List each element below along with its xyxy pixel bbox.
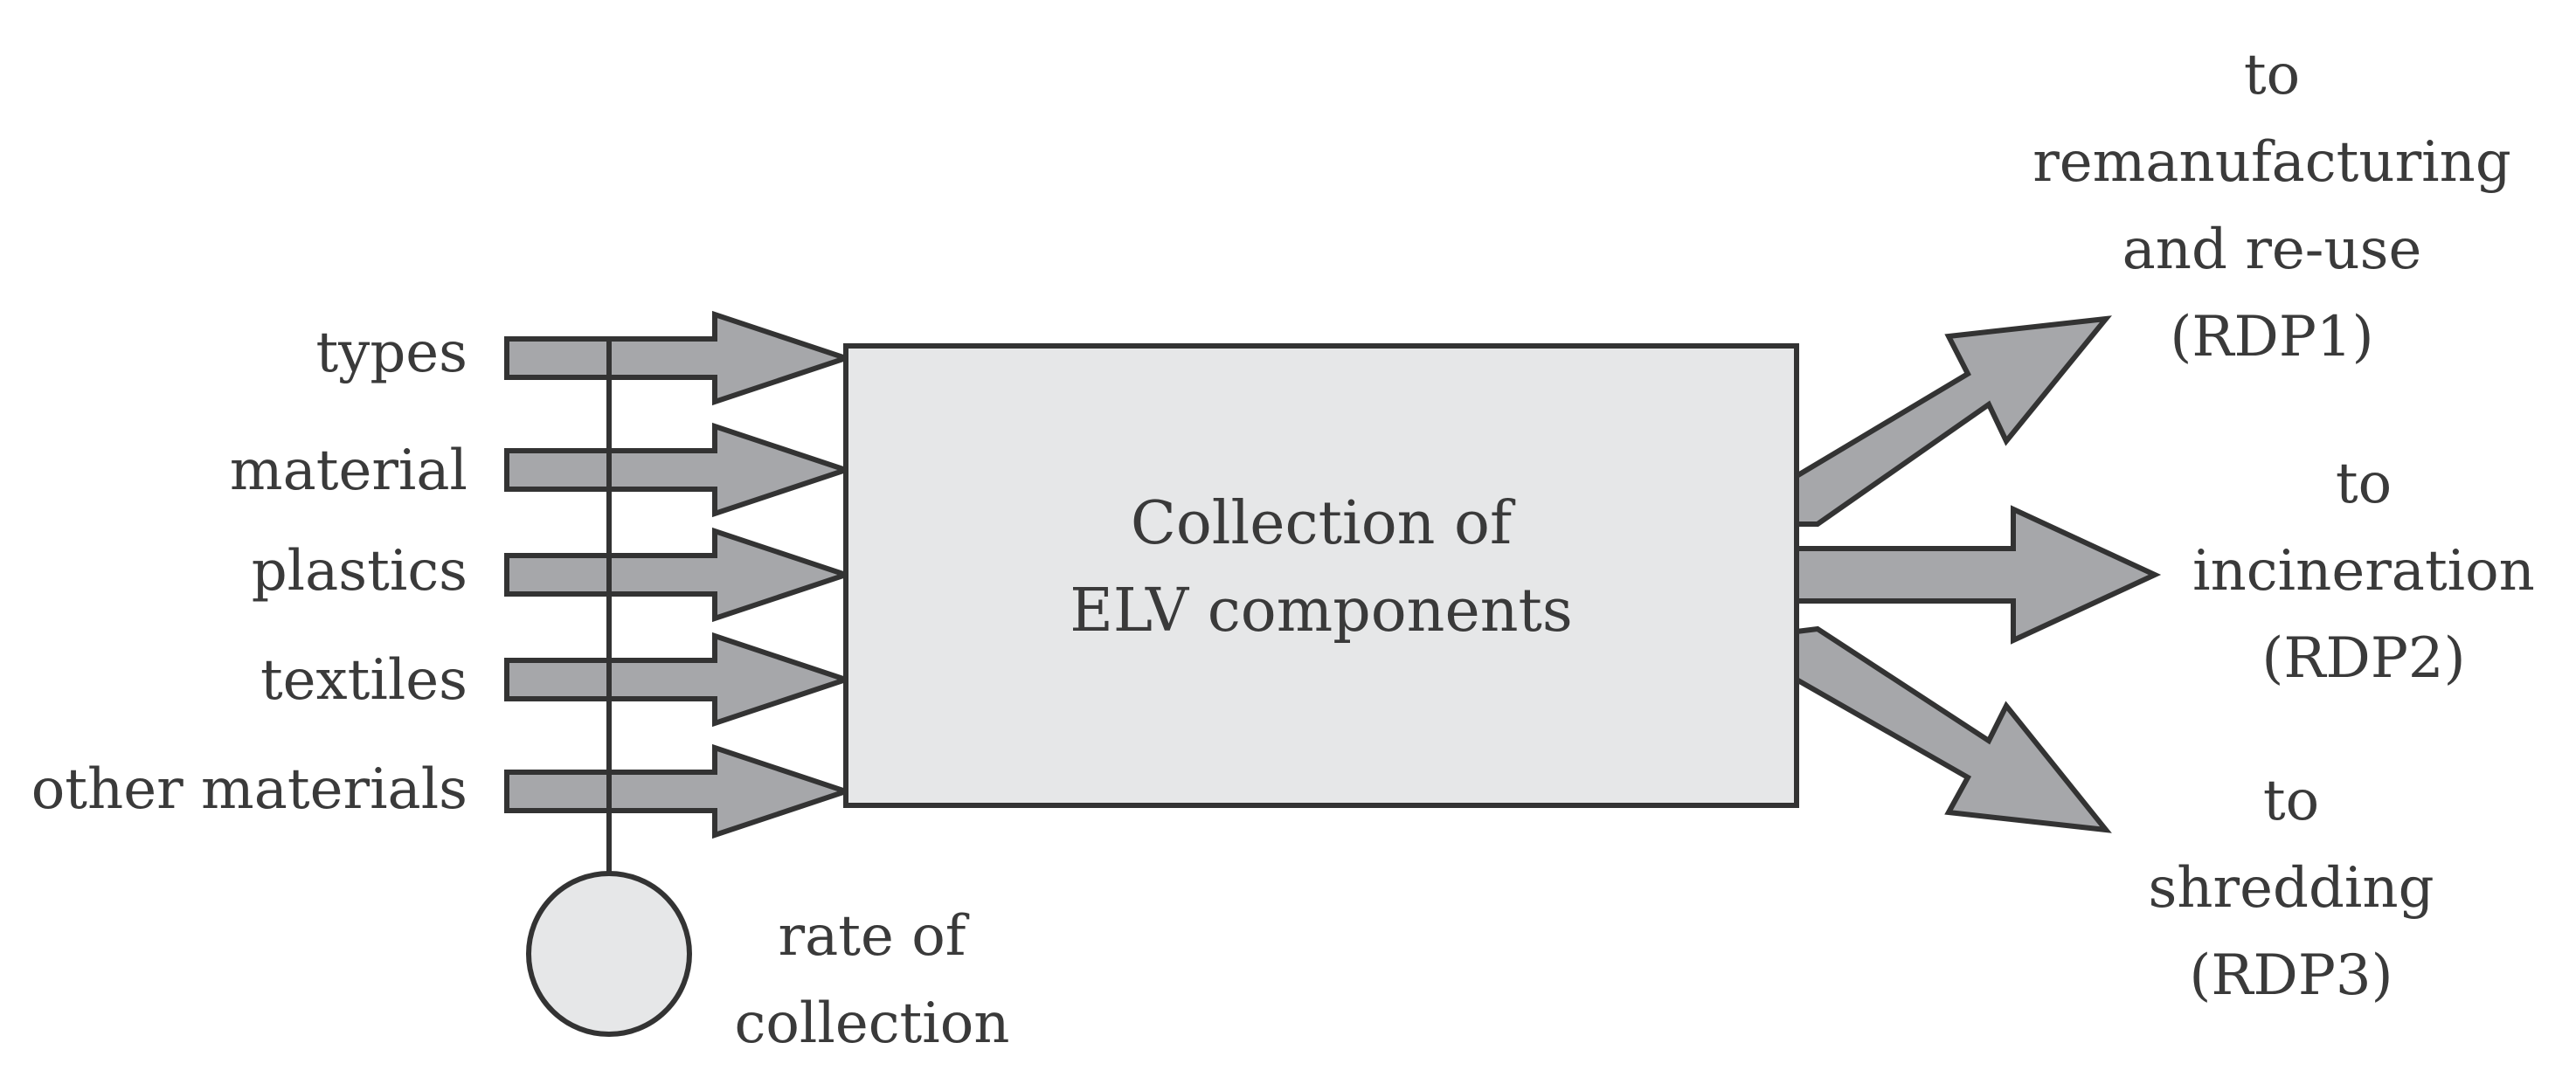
input-arrow-plastics bbox=[504, 527, 855, 623]
output-label-rdp1: to remanufacturing and re-use (RDP1) bbox=[2032, 43, 2511, 369]
input-arrow-textiles bbox=[504, 632, 855, 728]
output-arrows bbox=[1794, 315, 2162, 833]
control-label-line1: rate of bbox=[779, 904, 970, 969]
input-label-types: types bbox=[315, 321, 467, 385]
output-label-rdp2: to incineration (RDP2) bbox=[2192, 452, 2535, 691]
output-rdp3-line1: to bbox=[2263, 769, 2319, 833]
output-rdp2-line3: (RDP2) bbox=[2261, 626, 2465, 691]
output-arrow-rdp3 bbox=[1794, 625, 2112, 833]
process-box bbox=[843, 343, 1799, 808]
process-box-label-line2: ELV components bbox=[1070, 577, 1572, 646]
input-arrow-material bbox=[504, 422, 855, 518]
input-label-textiles: textiles bbox=[260, 648, 467, 713]
input-arrow-other-materials bbox=[504, 743, 855, 839]
output-label-rdp3: to shredding (RDP3) bbox=[2148, 769, 2434, 1008]
input-labels: types material plastics textiles other m… bbox=[31, 321, 467, 822]
output-arrow-rdp1 bbox=[1794, 315, 2112, 527]
input-label-plastics: plastics bbox=[252, 539, 467, 604]
output-rdp3-line2: shredding bbox=[2148, 856, 2434, 921]
output-rdp3-line3: (RDP3) bbox=[2189, 943, 2392, 1008]
output-rdp1-line4: (RDP1) bbox=[2170, 305, 2373, 369]
input-label-other-materials: other materials bbox=[31, 757, 467, 822]
output-rdp1-line1: to bbox=[2244, 43, 2300, 107]
output-rdp2-line2: incineration bbox=[2192, 539, 2535, 604]
process-box-label-line1: Collection of bbox=[1131, 489, 1516, 558]
output-rdp1-line2: remanufacturing bbox=[2032, 130, 2511, 195]
output-arrow-rdp2 bbox=[1794, 505, 2162, 645]
output-rdp2-line1: to bbox=[2336, 452, 2392, 516]
control-circle bbox=[526, 871, 692, 1037]
input-arrow-types bbox=[504, 310, 855, 406]
control-label-line2: collection bbox=[735, 991, 1010, 1056]
output-rdp1-line3: and re-use bbox=[2122, 218, 2422, 282]
input-arrows bbox=[504, 310, 855, 839]
input-label-material: material bbox=[230, 438, 467, 503]
